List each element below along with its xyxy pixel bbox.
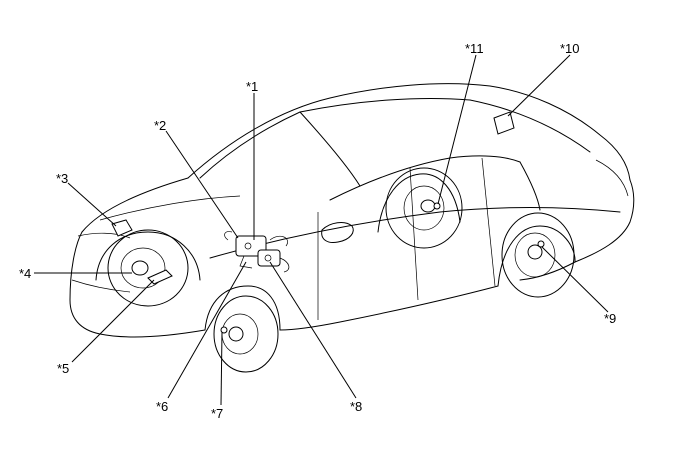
front-left-wheel — [107, 229, 189, 307]
callout-8: *8 — [350, 399, 362, 414]
component-11 — [433, 202, 441, 210]
callout-1: *1 — [246, 79, 258, 94]
callout-5: *5 — [57, 361, 69, 376]
callout-7: *7 — [211, 406, 223, 421]
component-3 — [111, 219, 133, 237]
leader-lines — [34, 54, 609, 406]
callout-9: *9 — [604, 311, 616, 326]
car-body — [69, 83, 635, 338]
callout-11: *11 — [465, 41, 484, 56]
callout-6: *6 — [156, 399, 168, 414]
callout-labels: *1 *2 *3 *4 *5 *6 *7 *8 *9 *10 *11 — [19, 41, 616, 421]
rear-left-wheel — [385, 167, 463, 249]
component-9 — [537, 240, 545, 248]
component-10 — [493, 111, 515, 135]
callout-4: *4 — [19, 266, 31, 281]
callout-3: *3 — [56, 171, 68, 186]
front-right-wheel — [213, 295, 279, 373]
callout-2: *2 — [154, 118, 166, 133]
rear-right-wheel — [501, 212, 575, 298]
component-parts — [111, 111, 545, 334]
callout-10: *10 — [560, 41, 580, 56]
component-7 — [220, 326, 228, 334]
central-actuator-assembly — [224, 231, 290, 273]
